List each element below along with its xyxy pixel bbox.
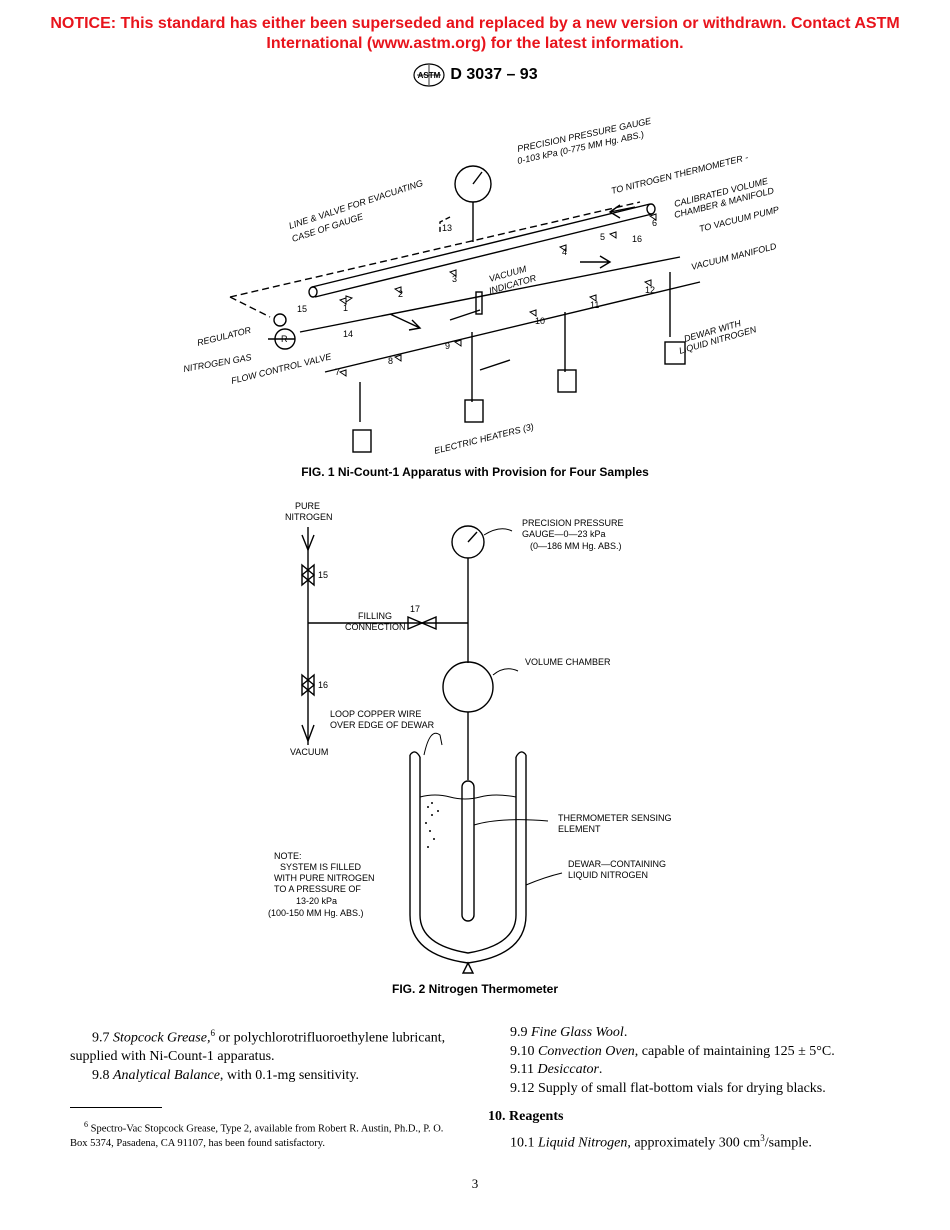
figure-1-apparatus-diagram: PRECISION PRESSURE GAUGE 0-103 kPa (0-77… [183, 116, 780, 456]
para-text: . [598, 1062, 603, 1077]
para-number: 9.12 [510, 1080, 535, 1096]
paragraph-9-9: 9.9 Fine Glass Wool. [488, 1024, 888, 1043]
body-left-column: 9.7 Stopcock Grease,6 or polychlorotrifl… [70, 1024, 462, 1085]
valve-number-8: 8 [388, 356, 393, 366]
label-valve-15: 15 [318, 570, 328, 580]
figure-2-caption: FIG. 2 Nitrogen Thermometer [391, 982, 559, 996]
label-loop-2: OVER EDGE OF DEWAR [330, 720, 435, 730]
valve-number-6: 6 [652, 218, 657, 228]
label-valve-16: 16 [318, 680, 328, 690]
label-gauge-3: (0—186 MM Hg. ABS.) [530, 541, 622, 551]
notice-line-1: NOTICE: This standard has either been su… [50, 15, 900, 32]
para-text: , with 0.1-mg sensitivity. [219, 1067, 360, 1083]
label-volume-chamber: VOLUME CHAMBER [525, 657, 611, 667]
para-text: or polychlorotrifluoroethylene lubricant… [70, 1030, 446, 1065]
valve-number-12: 12 [645, 285, 655, 295]
paragraph-9-12: 9.12 Supply of small flat-bottom vials f… [488, 1080, 888, 1099]
note-line-4: TO A PRESSURE OF [274, 884, 361, 894]
section-heading-reagents: 10. Reagents [488, 1109, 564, 1124]
label-gauge-1: PRECISION PRESSURE [522, 518, 624, 528]
paragraph-9-8: 9.8 Analytical Balance, with 0.1-mg sens… [70, 1067, 462, 1086]
para-number: 9.9 [510, 1025, 528, 1040]
notice-line-2: International (www.astm.org) for the lat… [266, 35, 684, 52]
superscript: 3 [760, 1133, 765, 1143]
para-title: Stopcock Grease, [113, 1030, 211, 1046]
label-dewar-1: DEWAR—CONTAINING [568, 859, 666, 869]
figure-2-thermometer-diagram: PURE NITROGEN 15 16 17 FILLING CONNECTIO… [268, 501, 672, 974]
label-vacuum-manifold: VACUUM MANIFOLD [690, 241, 778, 272]
valve-number-9: 9 [445, 341, 450, 351]
label-sensing-2: ELEMENT [558, 824, 601, 834]
valve-number-3: 3 [452, 274, 457, 284]
footnote-ref: 6 [210, 1028, 215, 1038]
note-line-5: 13-20 kPa [296, 896, 337, 906]
paragraph-10-1: 10.1 Liquid Nitrogen, approximately 300 … [488, 1129, 888, 1153]
label-connection: CONNECTION [345, 622, 406, 632]
paragraph-9-7: 9.7 Stopcock Grease,6 or polychlorotrifl… [70, 1024, 462, 1067]
para-title: Convection Oven [538, 1043, 635, 1059]
label-pure: PURE [295, 501, 320, 511]
valve-number-7: 7 [335, 367, 340, 377]
para-title: Liquid Nitrogen [538, 1135, 628, 1151]
paragraph-9-10: 9.10 Convection Oven, capable of maintai… [488, 1043, 888, 1062]
label-nitrogen: NITROGEN [285, 512, 333, 522]
valve-number-4: 4 [562, 247, 567, 257]
para-title: Fine Glass Wool [531, 1025, 624, 1040]
footnote-text: Spectro-Vac Stopcock Grease, Type 2, ava… [70, 1123, 444, 1149]
para-title: Analytical Balance [113, 1067, 220, 1083]
label-regulator: REGULATOR [196, 325, 252, 348]
valve-number-16: 16 [632, 234, 642, 244]
document-header: ASTM D 3037 – 93 [0, 62, 950, 88]
label-filling: FILLING [358, 611, 392, 621]
valve-number-5: 5 [600, 232, 605, 242]
para-text: , capable of maintaining 125 ± 5°C. [634, 1043, 835, 1059]
valve-number-15: 15 [297, 304, 307, 314]
paragraph-10-1-block: 10.1 Liquid Nitrogen, approximately 300 … [488, 1129, 888, 1153]
footnote-number: 6 [84, 1120, 88, 1129]
svg-text:ASTM: ASTM [418, 71, 441, 80]
para-text: , approximately 300 cm [627, 1135, 761, 1151]
withdrawal-notice: NOTICE: This standard has either been su… [30, 14, 920, 54]
valve-number-11: 11 [590, 300, 599, 310]
label-valve-17: 17 [410, 604, 420, 614]
note-title: NOTE: [274, 851, 302, 861]
para-text: . [623, 1025, 628, 1040]
paragraph-9-11: 9.11 Desiccator. [488, 1061, 888, 1080]
body-right-column: 9.9 Fine Glass Wool. 9.10 Convection Ove… [488, 1024, 888, 1098]
label-gauge-2: GAUGE—0—23 kPa [522, 529, 606, 539]
note-line-6: (100-150 MM Hg. ABS.) [268, 908, 364, 918]
para-title: Desiccator [537, 1062, 599, 1077]
para-number: 9.10 [510, 1043, 535, 1059]
figure-1-caption: FIG. 1 Ni-Count-1 Apparatus with Provisi… [301, 465, 649, 479]
label-dewar-2: LIQUID NITROGEN [568, 870, 648, 880]
para-text-end: /sample. [764, 1135, 812, 1151]
label-vacuum: VACUUM [290, 747, 328, 757]
footnote-rule [70, 1107, 162, 1108]
para-text: Supply of small flat-bottom vials for dr… [538, 1080, 826, 1096]
label-loop-1: LOOP COPPER WIRE [330, 709, 421, 719]
valve-number-2: 2 [398, 289, 403, 299]
footnote: 6 Spectro-Vac Stopcock Grease, Type 2, a… [70, 1118, 462, 1151]
valve-number-10: 10 [535, 316, 545, 326]
astm-logo-icon: ASTM [413, 63, 446, 87]
page-number: 3 [471, 1176, 479, 1191]
valve-number-13: 13 [442, 223, 452, 233]
para-number: 10.1 [510, 1135, 535, 1151]
designation: D 3037 – 93 [450, 66, 538, 83]
label-sensing-1: THERMOMETER SENSING [558, 813, 672, 823]
note-line-2: SYSTEM IS FILLED [280, 862, 362, 872]
para-number: 9.8 [92, 1067, 110, 1083]
note-line-3: WITH PURE NITROGEN [274, 873, 375, 883]
label-heaters: ELECTRIC HEATERS (3) [433, 421, 535, 455]
label-nitrogen-gas: NITROGEN GAS [183, 352, 253, 374]
para-number: 9.7 [92, 1030, 110, 1046]
para-number: 9.11 [510, 1062, 534, 1077]
valve-number-1: 1 [343, 303, 348, 313]
valve-number-14: 14 [343, 329, 353, 339]
label-regulator-r: R [281, 334, 288, 344]
